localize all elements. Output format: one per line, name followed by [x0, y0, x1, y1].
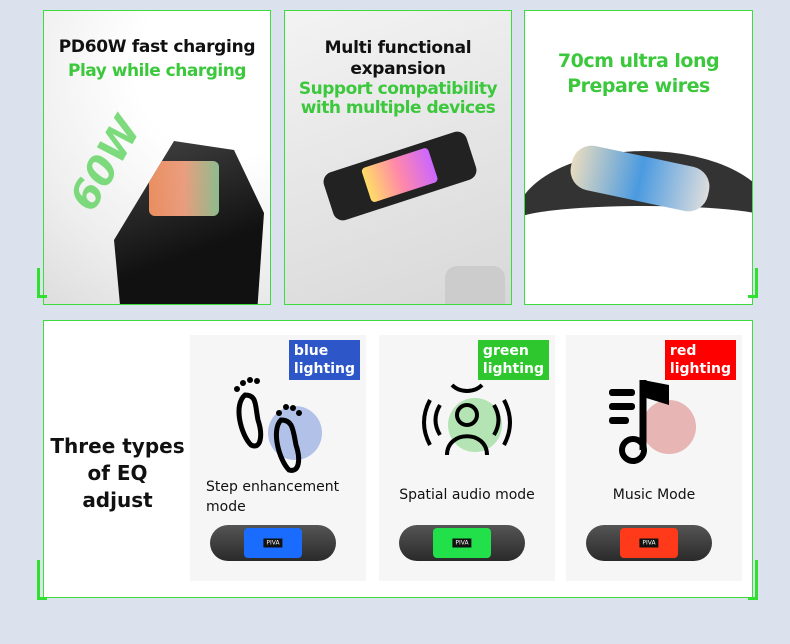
charger-image: [114, 141, 264, 304]
panel-subtitle-line1: 70cm ultra long: [557, 50, 720, 72]
music-note-icon: [609, 380, 696, 464]
panel-title-line1: Multi functional: [324, 38, 472, 58]
frame-corner-decoration: [748, 268, 758, 298]
hub-image: [320, 129, 480, 223]
eq-heading-line2: of EQ adjust: [82, 461, 153, 512]
panel-subtitle: Play while charging: [68, 61, 246, 81]
device-green-lighting: PIVA: [399, 525, 525, 561]
device-red-lighting: PIVA: [586, 525, 712, 561]
panel-subtitle-line2: with multiple devices: [300, 98, 496, 118]
phone-camera-image: [445, 266, 505, 304]
frame-corner-decoration: [37, 560, 47, 600]
footprints-icon: [234, 377, 322, 473]
spatial-audio-person-icon: [422, 383, 512, 456]
eq-heading: Three types of EQ adjust: [50, 433, 185, 514]
panel-cable-length: 70cm ultra long Prepare wires: [524, 10, 753, 305]
eq-heading-line1: Three types: [50, 434, 185, 458]
panel-title: PD60W fast charging: [58, 37, 256, 57]
device-blue-lighting: PIVA: [210, 525, 336, 561]
panel-multi-functional: Multi functional expansion Support compa…: [284, 10, 512, 305]
panel-title-line2: expansion: [350, 59, 446, 79]
frame-corner-decoration: [748, 560, 758, 600]
panel-fast-charging: PD60W fast charging Play while charging …: [43, 10, 271, 305]
mode-label: Music Mode: [612, 487, 696, 503]
frame-corner-decoration: [37, 268, 47, 298]
panel-subtitle-line1: Support compatibility: [298, 79, 498, 99]
panel-subtitle-line2: Prepare wires: [567, 75, 710, 97]
mode-label: Spatial audio mode: [399, 487, 535, 503]
